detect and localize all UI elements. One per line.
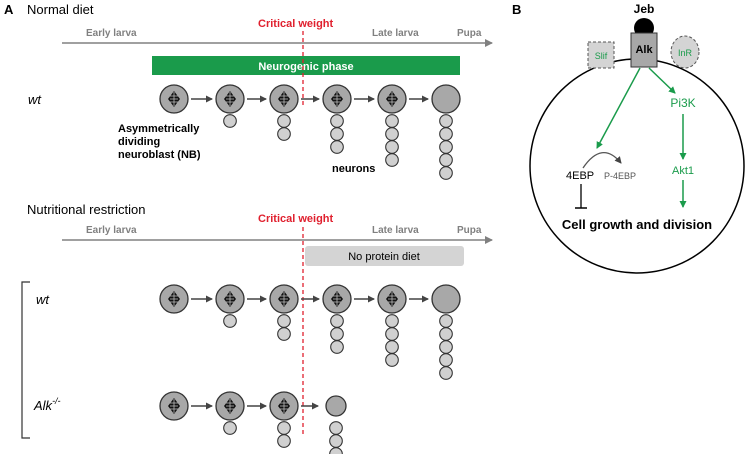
nb-label-line1: Asymmetrically [118,123,200,135]
nb-label-line2: dividing [118,136,160,148]
normal-axis-early: Early larva [86,28,137,39]
neuron [439,340,453,354]
neuron [439,114,453,128]
neurogenic-phase-label: Neurogenic phase [258,61,353,73]
neuron [329,447,343,454]
neuron [330,127,344,141]
akt1-label: Akt1 [672,165,694,177]
neuroblast [431,284,461,314]
neuron [385,153,399,167]
cell-membrane [529,58,745,274]
normal-genotype-wt: wt [28,92,42,107]
restriction-axis-critical: Critical weight [258,213,334,225]
neuron [385,353,399,367]
pi3k-label: Pi3K [670,96,695,110]
neuroblast [431,84,461,114]
neuron [330,114,344,128]
normal-lineage-row [159,84,461,180]
genotype-bracket [21,281,30,439]
neuron [330,314,344,328]
restriction-axis-late: Late larva [372,225,419,236]
neuron [329,421,343,435]
neuron [439,166,453,180]
inr-label: InR [678,48,693,58]
slif-receptor [587,41,615,69]
neuron [385,314,399,328]
neuron [385,127,399,141]
cell-growth-label: Cell growth and division [562,217,712,232]
neuron [277,314,291,328]
neuron [385,140,399,154]
neuron [439,127,453,141]
neurogenic-phase-bar [152,56,460,75]
neuron [277,127,291,141]
neuron [330,327,344,341]
neuron [439,314,453,328]
neuron [385,327,399,341]
alk-name: Alk [33,398,54,413]
neuron [439,153,453,167]
restriction-wt-lineage-row [159,284,461,380]
neuron [223,421,237,435]
neuron [277,421,291,435]
neuroblast [325,395,347,417]
neuron [223,114,237,128]
nb-label-line3: neuroblast (NB) [118,149,201,161]
neuron [329,434,343,448]
jeb-label: Jeb [634,2,655,16]
neuron [439,353,453,367]
panel-a-label: A [4,2,14,17]
restriction-heading: Nutritional restriction [27,202,146,217]
neuron [439,327,453,341]
normal-axis-critical: Critical weight [258,18,334,30]
alk-superscript: -/- [52,396,61,406]
restriction-genotype-alk: Alk-/- [33,396,61,413]
restriction-axis-early: Early larva [86,225,137,236]
phosphorylation-arrow [582,152,622,169]
no-protein-diet-box [305,246,464,266]
neuron [223,314,237,328]
alk-receptor-label: Alk [635,44,653,56]
neuron [277,327,291,341]
neuron [277,114,291,128]
no-protein-diet-label: No protein diet [348,251,420,263]
4ebp-label: 4EBP [566,170,594,182]
neuron [385,114,399,128]
slif-label: Slif [595,51,608,61]
neuron [330,140,344,154]
neuron [277,434,291,448]
restriction-genotype-wt: wt [36,292,50,307]
neuron [439,140,453,154]
alk-receptor [630,32,658,68]
restriction-alk-lineage-row [159,391,347,454]
normal-axis-pupa: Pupa [457,28,482,39]
neuron [330,340,344,354]
restriction-axis-pupa: Pupa [457,225,482,236]
p-4ebp-label: P-4EBP [604,171,636,181]
neuron [385,340,399,354]
panel-b-label: B [512,2,521,17]
inr-receptor [670,35,700,69]
normal-diet-heading: Normal diet [27,2,94,17]
neurons-label: neurons [332,163,375,175]
normal-axis-late: Late larva [372,28,419,39]
alk-to-4ebp-arrow [596,67,641,149]
neuron [439,366,453,380]
alk-to-pi3k-arrow [648,67,676,94]
